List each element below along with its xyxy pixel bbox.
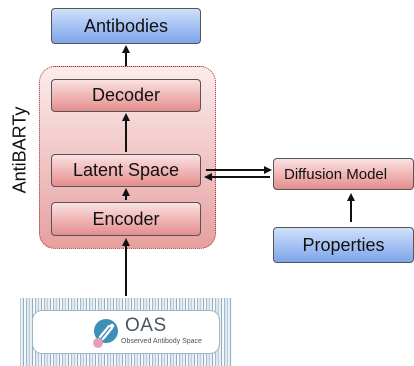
latent-space-box: Latent Space	[51, 154, 201, 187]
oas-banner: OAS Observed Antibody Space	[20, 298, 232, 366]
properties-label: Properties	[302, 234, 385, 255]
oas-logo-panel: OAS Observed Antibody Space	[32, 310, 220, 354]
latent-space-label: Latent Space	[72, 160, 180, 180]
encoder-box: Encoder	[51, 202, 201, 236]
oas-logo-icon	[93, 319, 118, 348]
diffusion-model-box: Diffusion Model	[273, 158, 414, 190]
antibodies-label: Antibodies	[83, 15, 169, 36]
decoder-box: Decoder	[51, 79, 201, 112]
antibodies-box: Antibodies	[51, 8, 201, 44]
oas-title: OAS	[125, 315, 167, 336]
encoder-label: Encoder	[92, 208, 160, 229]
diffusion-model-label: Diffusion Model	[284, 165, 388, 183]
decoder-label: Decoder	[91, 85, 161, 105]
oas-subtitle: Observed Antibody Space	[121, 338, 202, 345]
